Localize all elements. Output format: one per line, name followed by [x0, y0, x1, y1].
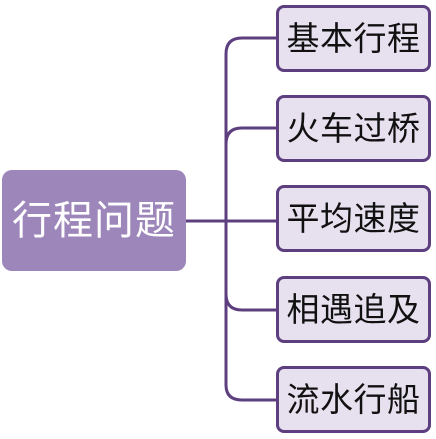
child-node-5: 流水行船 — [276, 366, 431, 433]
connector-branch-2 — [224, 126, 278, 146]
connector-spine — [224, 36, 244, 402]
root-node: 行程问题 — [2, 170, 186, 271]
connector-branch-4 — [224, 292, 278, 312]
child-label-2: 火车过桥 — [286, 109, 421, 148]
child-label-4: 相遇追及 — [286, 290, 421, 329]
child-label-5: 流水行船 — [286, 380, 421, 419]
child-node-1: 基本行程 — [276, 5, 431, 72]
root-label: 行程问题 — [12, 197, 176, 244]
child-node-4: 相遇追及 — [276, 276, 431, 343]
child-node-2: 火车过桥 — [276, 95, 431, 162]
child-label-3: 平均速度 — [286, 199, 421, 238]
child-node-3: 平均速度 — [276, 185, 431, 252]
child-label-1: 基本行程 — [286, 19, 421, 58]
